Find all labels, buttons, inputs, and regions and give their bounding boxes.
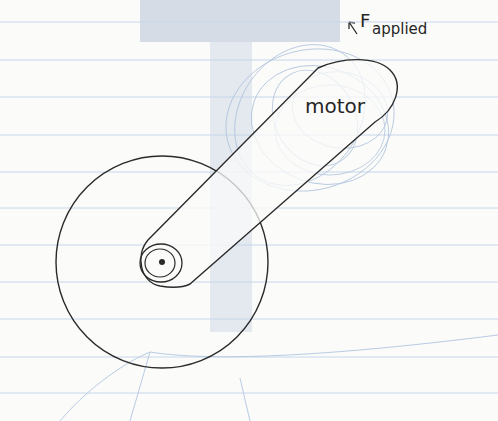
axle-dot: [159, 259, 165, 265]
motor-arm: motor: [135, 55, 405, 292]
arm-shape: [141, 60, 397, 288]
tape-patch: [140, 0, 340, 42]
ruled-lines: [0, 22, 498, 393]
node-label: motor: [305, 96, 365, 116]
faint-strokes: [60, 335, 498, 421]
hub-inner: [145, 249, 175, 277]
hub-outer: [140, 244, 182, 282]
force-symbol: F: [360, 12, 370, 30]
arm-outline: [135, 55, 405, 292]
force-subscript: applied: [372, 22, 427, 37]
arrow-stroke: [349, 22, 357, 34]
